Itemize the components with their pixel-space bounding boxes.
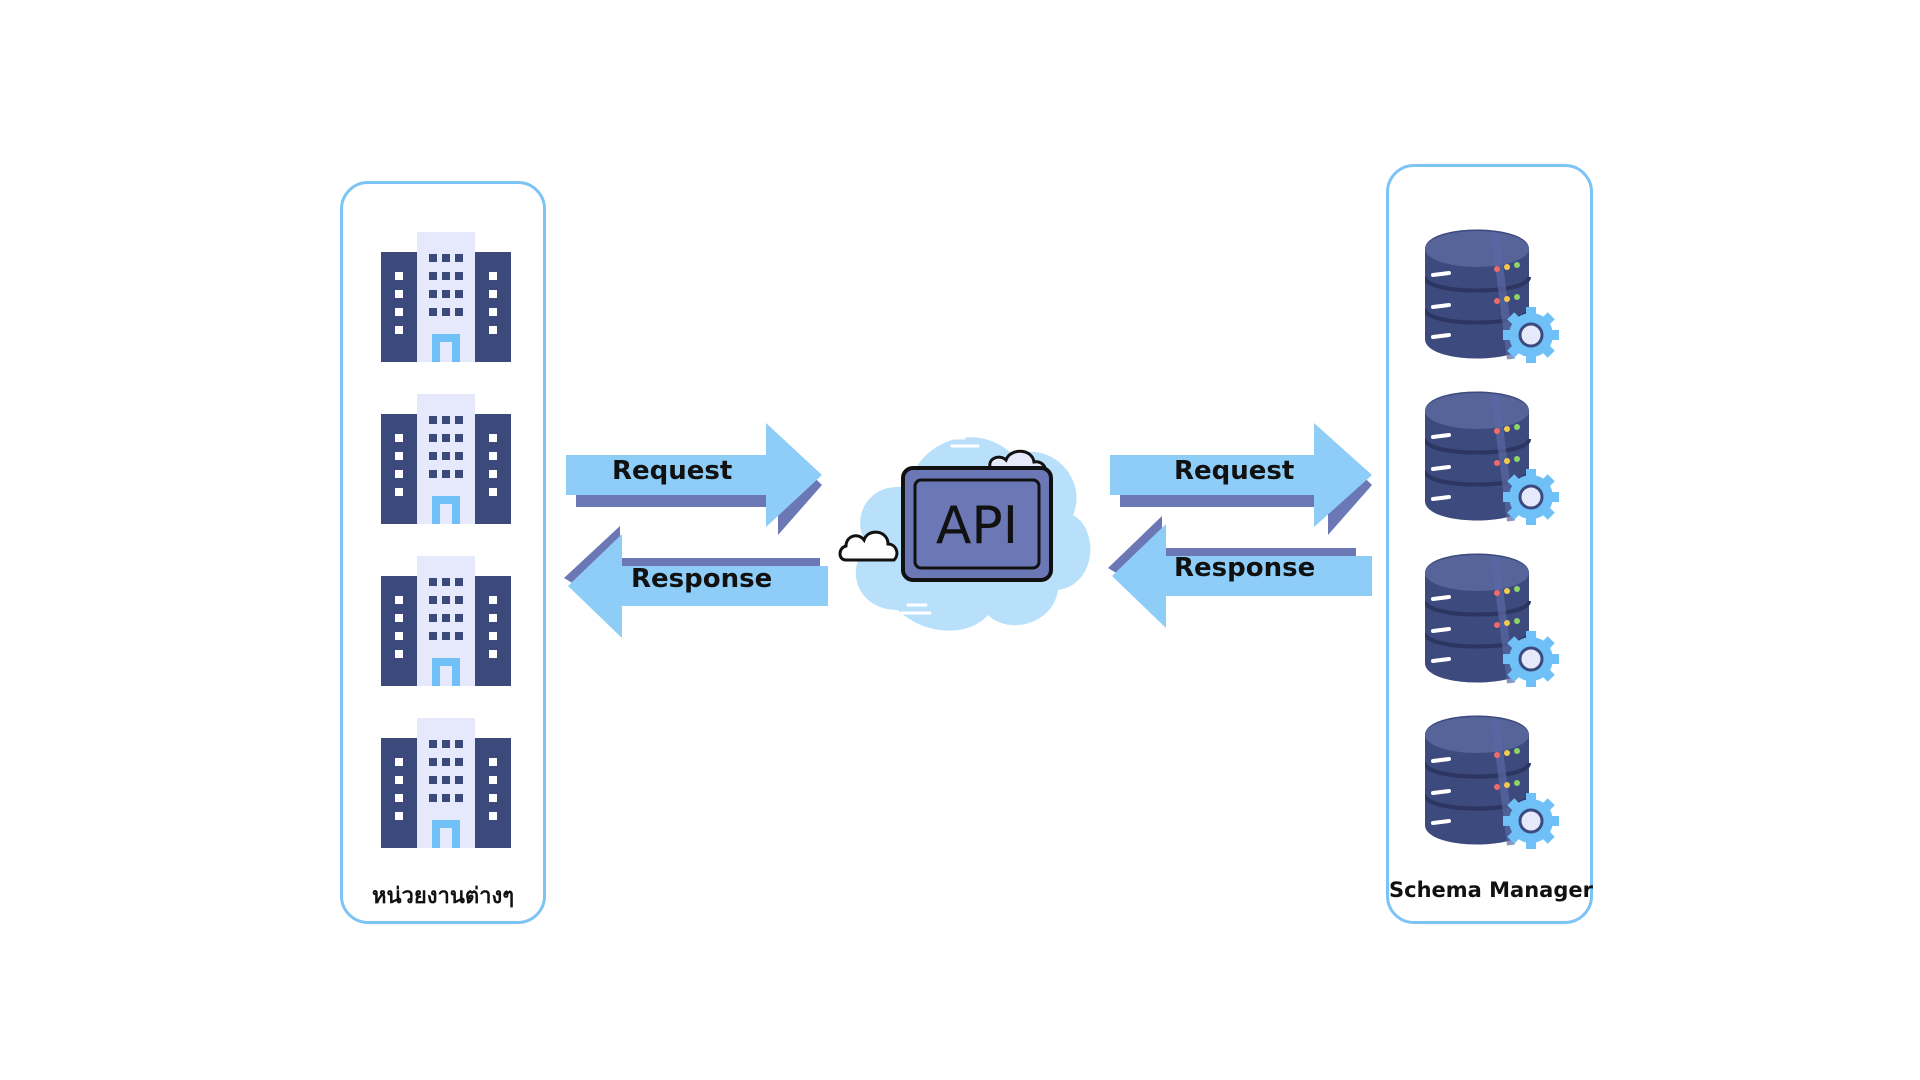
response-label-right: Response [1174, 553, 1316, 583]
office-building-icon [381, 556, 511, 686]
gear-icon [1503, 307, 1559, 363]
gear-icon [1503, 469, 1559, 525]
organizations-panel: หน่วยงานต่างๆ [340, 181, 546, 924]
response-arrow-right [1108, 516, 1372, 628]
response-label-left: Response [631, 564, 773, 594]
database-server-gear-icon [1425, 229, 1559, 363]
organizations-label: หน่วยงานต่างๆ [371, 884, 515, 909]
response-arrow-left [564, 526, 828, 638]
database-server-gear-icon [1425, 553, 1559, 687]
api-label: API [936, 496, 1018, 556]
request-label-left: Request [612, 456, 733, 486]
small-cloud-icon [838, 530, 899, 562]
office-building-icon [381, 232, 511, 362]
gear-icon [1503, 793, 1559, 849]
database-server-gear-icon [1425, 391, 1559, 525]
schema-manager-label: Schema Manager [1389, 878, 1593, 902]
request-arrow-right [1110, 423, 1372, 535]
database-server-gear-icon [1425, 715, 1559, 849]
office-building-icon [381, 718, 511, 848]
api-cloud-icon: API [838, 436, 1091, 631]
request-label-right: Request [1174, 456, 1295, 486]
gear-icon [1503, 631, 1559, 687]
office-building-icon [381, 394, 511, 524]
schema-manager-panel: Schema Manager [1386, 164, 1593, 924]
request-arrow-left [566, 423, 822, 535]
